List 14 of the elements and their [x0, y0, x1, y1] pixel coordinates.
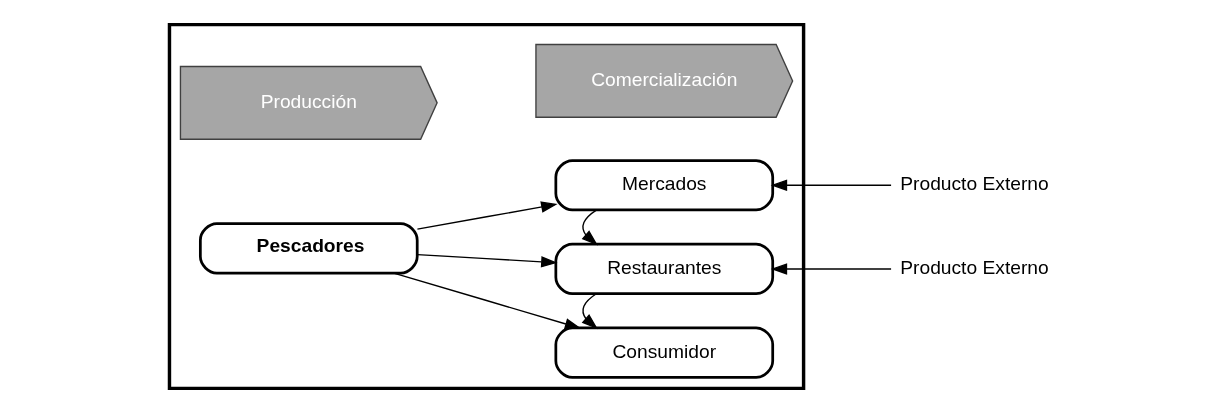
node-box: Mercados	[553, 159, 774, 212]
arrow	[416, 253, 558, 268]
node-box: Pescadores	[198, 222, 419, 275]
arrow	[581, 293, 598, 330]
node-box: Consumidor	[553, 326, 774, 379]
node-text: Producto Externo	[899, 173, 1049, 195]
arrow	[581, 209, 598, 246]
node-box: Restaurantes	[553, 242, 774, 296]
arrow	[392, 272, 581, 330]
arrow	[770, 179, 892, 191]
cluster	[167, 22, 805, 391]
node-text: Producto Externo	[899, 257, 1049, 279]
arrow	[416, 201, 558, 230]
arrow	[770, 263, 892, 275]
